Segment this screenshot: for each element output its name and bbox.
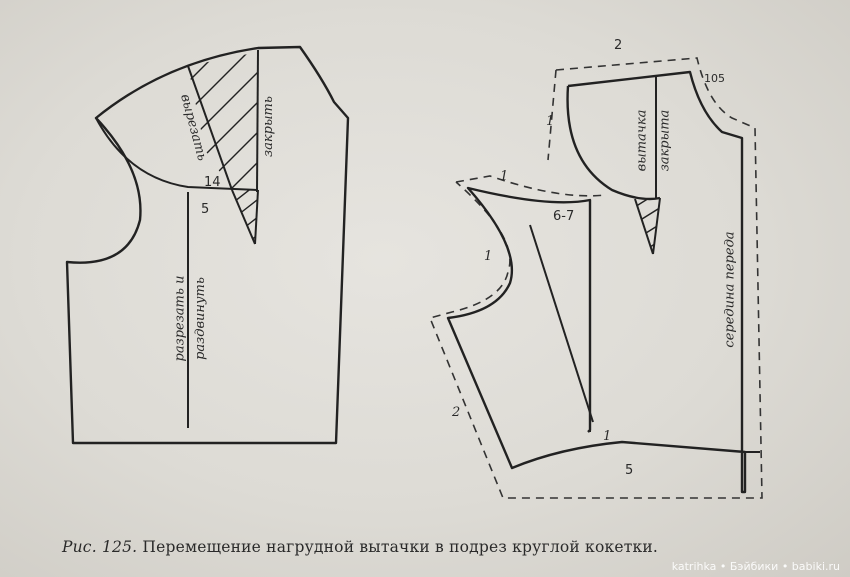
- label-num-5-bottom: 5: [625, 463, 634, 478]
- left-bodice-outline: [65, 45, 350, 445]
- label-dart-1: вытачка: [634, 109, 650, 172]
- label-num-1-shoulder: 1: [500, 169, 509, 184]
- label-center-front: середина переда: [722, 231, 738, 348]
- label-close: закрыть: [260, 96, 276, 157]
- watermark: katrihka • Бэйбики • babiki.ru: [671, 560, 840, 573]
- label-num-6-7: 6-7: [553, 209, 575, 224]
- label-num-105: 105: [704, 72, 725, 85]
- label-num-2-side: 2: [452, 405, 461, 420]
- left-yoke-curve: [95, 117, 259, 191]
- label-num-1-armhole: 1: [484, 249, 493, 264]
- label-num-5-left: 5: [201, 202, 210, 217]
- label-cut-spread-1: разрезать и: [172, 275, 188, 362]
- figure-number: Рис. 125.: [62, 538, 138, 556]
- figure-caption-text: Перемещение нагрудной вытачки в подрез к…: [142, 538, 659, 556]
- label-num-1-left: 1: [546, 114, 555, 129]
- label-num-14: 14: [204, 175, 221, 190]
- label-num-1-bottom: 1: [603, 429, 612, 444]
- label-dart-2: закрыта: [657, 109, 673, 172]
- label-cut-spread-2: раздвинуть: [192, 277, 208, 360]
- figure-caption: Рис. 125. Перемещение нагрудной вытачки …: [62, 538, 658, 556]
- right-bodice-outline: [446, 70, 747, 494]
- label-num-2-top: 2: [614, 38, 623, 53]
- right-dashed-seam-allowance: [428, 57, 763, 499]
